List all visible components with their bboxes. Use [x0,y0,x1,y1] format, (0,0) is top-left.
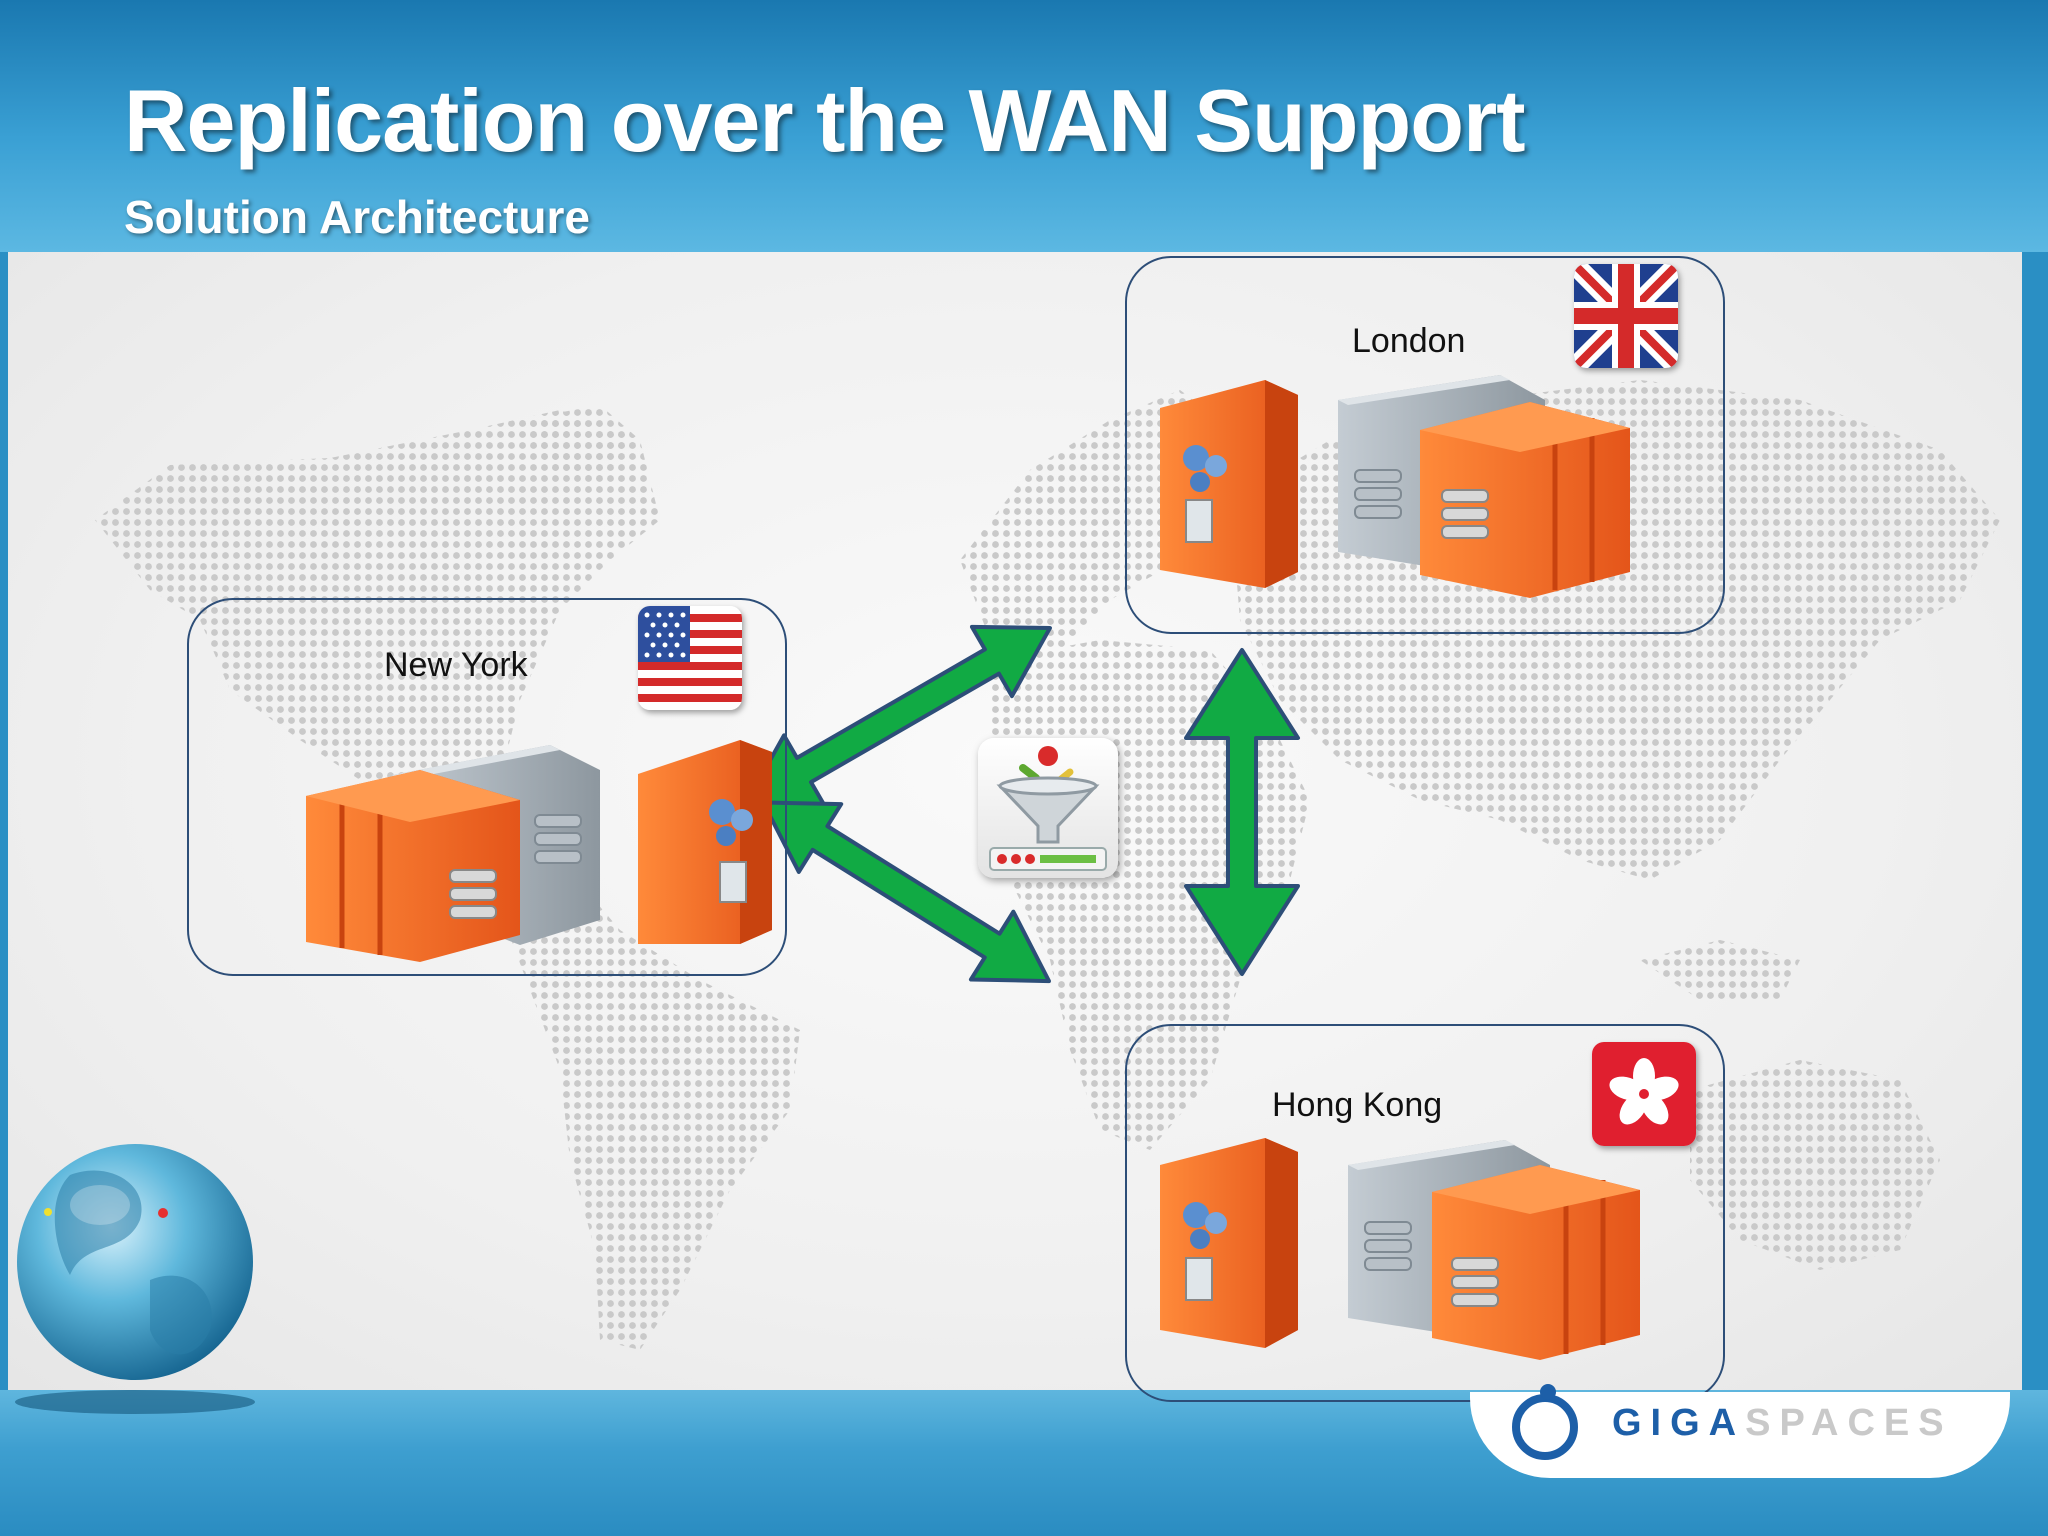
gigaspaces-logo: GIGASPACES [1612,1402,1953,1445]
globe-icon [15,1144,255,1414]
city-label-new-york: New York [384,646,528,684]
new-york-server-cluster [306,745,600,962]
london-node [1125,256,1725,634]
logo-text-spaces: SPACES [1745,1402,1953,1444]
hk-flag-icon [1592,1042,1696,1146]
london-processing-unit [1160,380,1298,588]
new-york-processing-unit [638,740,772,944]
slide-title: Replication over the WAN Support [124,71,1526,170]
new-york-node [187,598,787,976]
city-label-london: London [1352,322,1466,360]
title-banner [0,0,2048,252]
us-flag-icon [638,606,742,710]
hong-kong-node [1125,1024,1725,1402]
logo-text-giga: GIGA [1612,1402,1746,1444]
filter-funnel-icon [978,738,1118,878]
gigaspaces-logo-dot-icon [1540,1384,1556,1400]
uk-flag-icon [1574,264,1678,368]
gigaspaces-logo-icon [1512,1394,1578,1460]
city-label-hong-kong: Hong Kong [1272,1086,1443,1124]
replication-arrow-london-hongkong [1184,648,1300,976]
slide-subtitle: Solution Architecture [124,191,590,243]
hong-kong-processing-unit [1160,1138,1298,1348]
london-server-cluster [1338,375,1630,598]
replication-arrow-ny-hongkong [761,800,1051,984]
hong-kong-server-cluster [1348,1140,1640,1360]
